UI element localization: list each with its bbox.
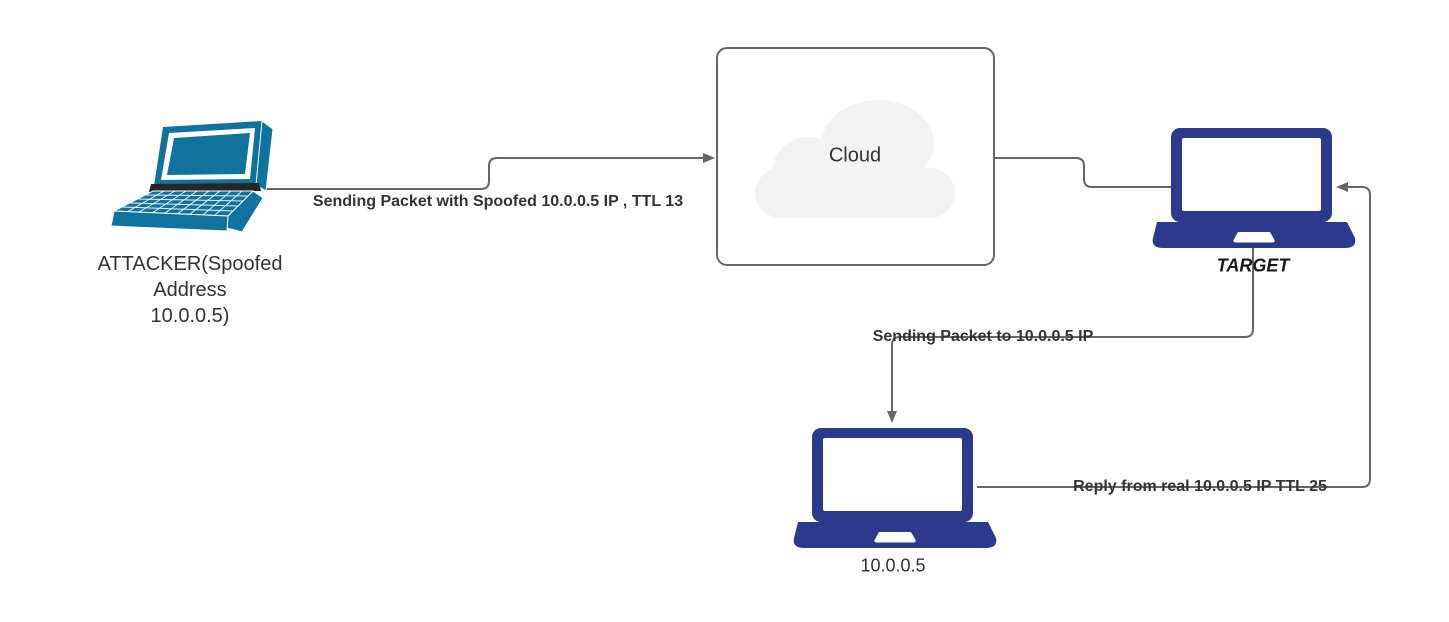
cloud-icon <box>755 100 955 218</box>
cloud-label: Cloud <box>828 144 882 167</box>
edge-cloud-to-target <box>994 157 1171 188</box>
real-host-label: 10.0.0.5 <box>860 555 926 576</box>
attacker-laptop-icon <box>110 120 274 233</box>
edge-label-target-to-real-host: Sending Packet to 10.0.0.5 IP <box>872 328 1094 345</box>
attacker-label-line3: 10.0.0.5) <box>150 305 230 327</box>
real-host-laptop-icon <box>793 428 997 548</box>
target-label: TARGET <box>1216 255 1290 276</box>
edge-real-host-to-target <box>977 182 1371 488</box>
attacker-label: ATTACKER(Spoofed Address 10.0.0.5) <box>98 251 283 329</box>
edge-label-real-host-to-target: Reply from real 10.0.0.5 IP TTL 25 <box>1073 478 1327 495</box>
keyboard-grid <box>121 190 249 216</box>
edge-target-to-real-host <box>887 248 1254 423</box>
target-laptop-icon <box>1152 128 1356 248</box>
edge-label-attacker-to-cloud: Sending Packet with Spoofed 10.0.0.5 IP … <box>312 193 684 210</box>
attacker-label-line2: Address <box>153 279 227 301</box>
attacker-label-line1: ATTACKER(Spoofed <box>97 253 283 275</box>
edge-attacker-to-cloud <box>264 153 715 190</box>
cloud-node <box>716 47 995 266</box>
